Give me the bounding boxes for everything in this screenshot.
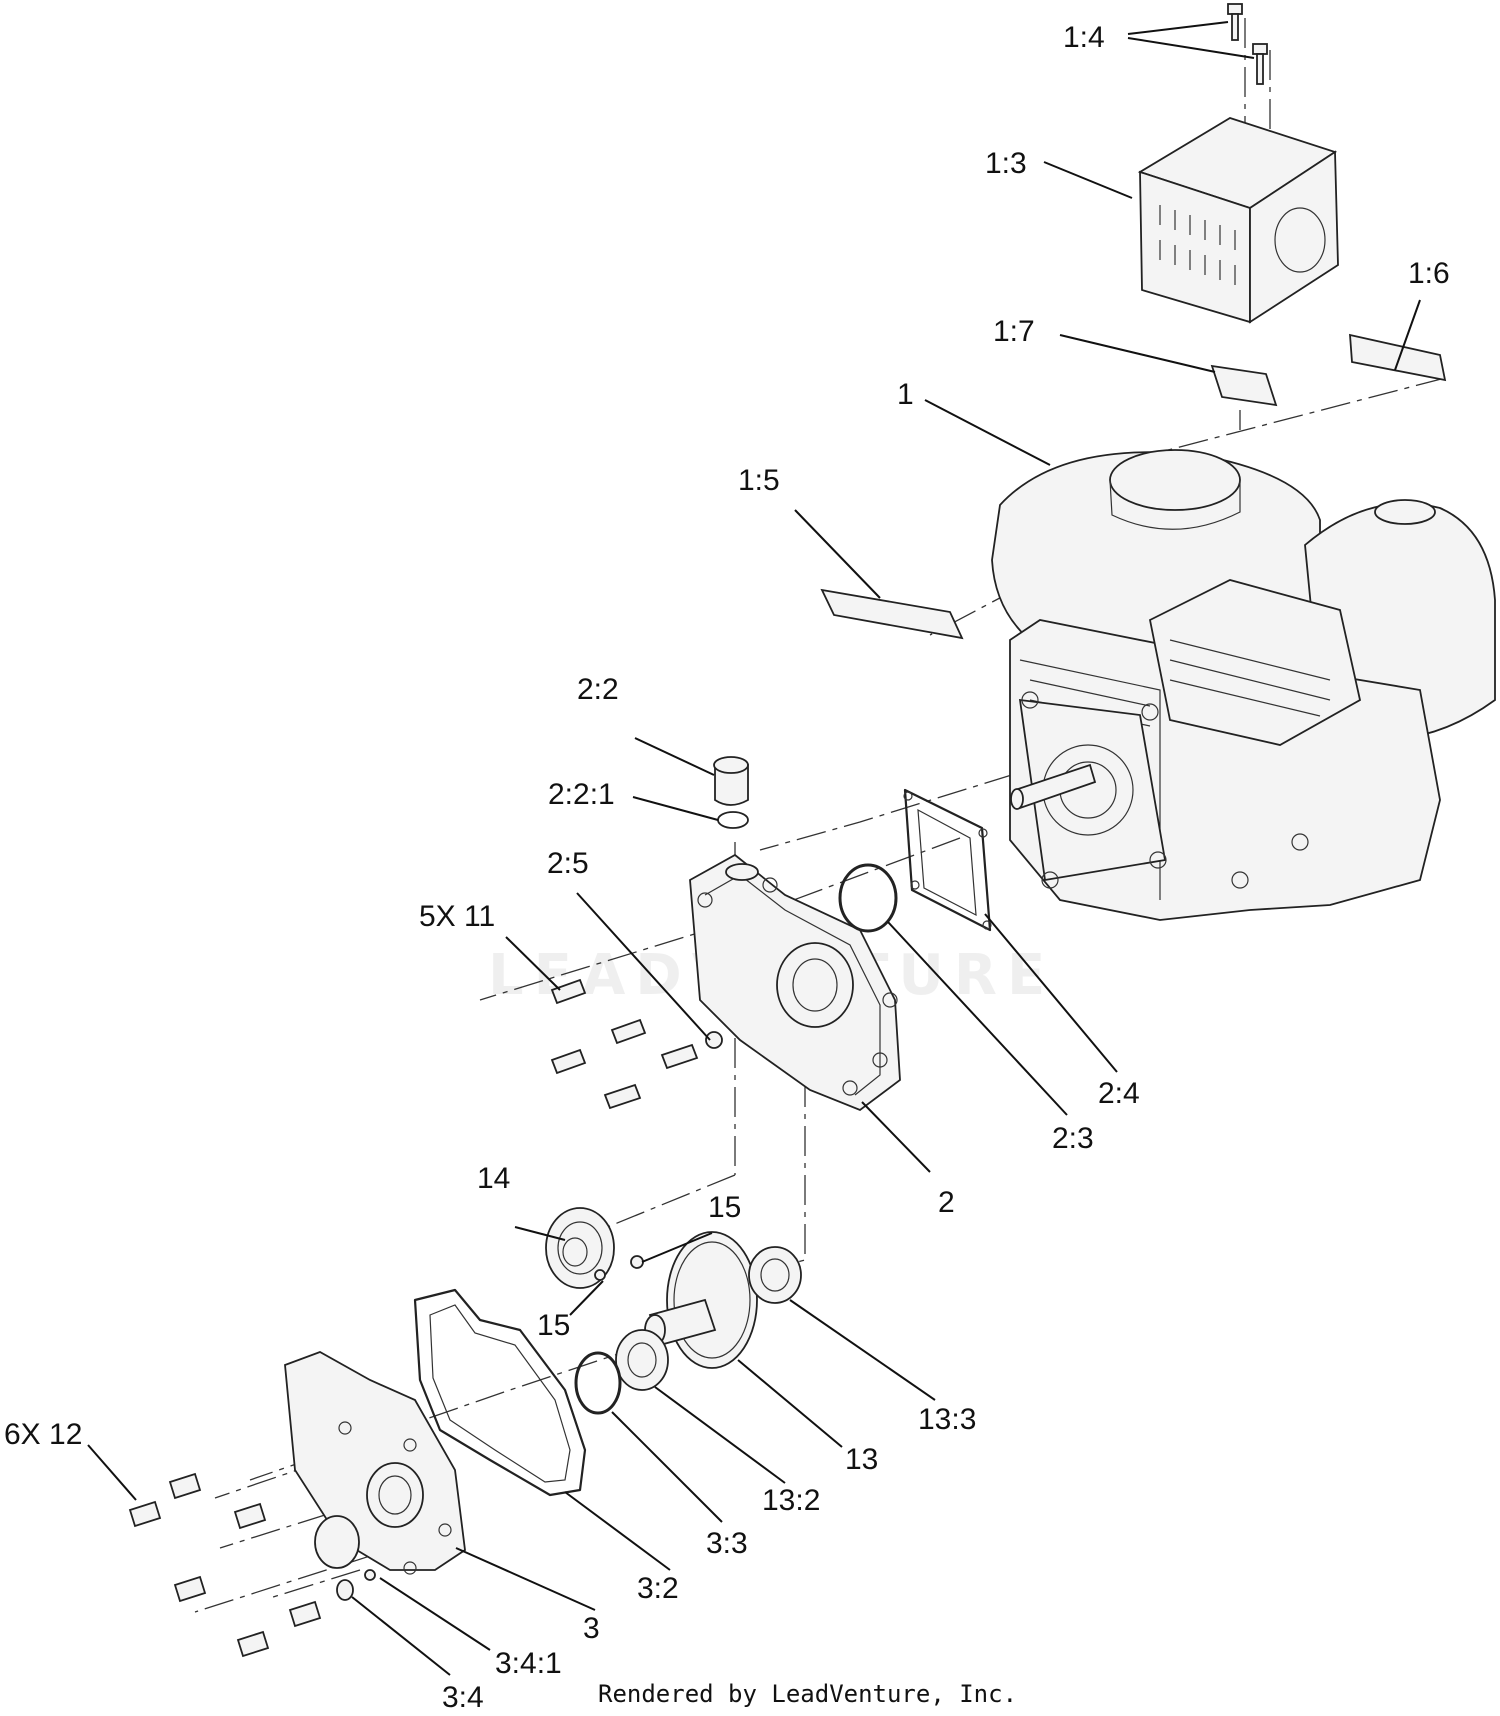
callout-3-4-1: 3:4:1 xyxy=(495,1647,562,1680)
callout-3-3: 3:3 xyxy=(706,1527,748,1560)
callout-2-5: 2:5 xyxy=(547,847,589,880)
callout-5x11: 5X 11 xyxy=(419,900,495,933)
gear-shaft-13 xyxy=(644,1231,758,1369)
callout-14: 14 xyxy=(477,1162,510,1195)
callout-3-4: 3:4 xyxy=(442,1681,484,1714)
o-ring-2-3 xyxy=(838,863,898,933)
callout-1-4: 1:4 xyxy=(1063,21,1105,54)
set-screw-15b xyxy=(594,1269,606,1281)
bearing-13-3-inner xyxy=(760,1258,790,1292)
callout-13: 13 xyxy=(845,1443,878,1476)
callout-13-2: 13:2 xyxy=(762,1484,820,1517)
drive-gear-14 xyxy=(545,1207,615,1289)
cover-bolts xyxy=(128,1472,322,1658)
washer-3-4-1 xyxy=(364,1569,376,1581)
callout-6x12: 6X 12 xyxy=(4,1418,82,1451)
callout-2-2-1: 2:2:1 xyxy=(548,778,615,811)
callout-15b: 15 xyxy=(537,1309,570,1342)
guard-screws xyxy=(1227,3,1268,85)
callout-2-4: 2:4 xyxy=(1098,1077,1140,1110)
callout-labels: 1:4 1:3 1:6 1:7 1 1:5 2:2 2:2:1 2:5 5X 1… xyxy=(4,21,1450,1714)
plug-3-4 xyxy=(336,1579,354,1601)
seal xyxy=(314,1515,360,1569)
bearing-13-2-inner xyxy=(627,1342,657,1378)
decal-1-5 xyxy=(820,588,964,640)
leader-lines xyxy=(87,21,1421,1676)
plug-washer xyxy=(717,811,749,829)
callout-1-6: 1:6 xyxy=(1408,257,1450,290)
callout-1-5: 1:5 xyxy=(738,464,780,497)
callout-1-7: 1:7 xyxy=(993,315,1035,348)
case-bolts xyxy=(550,978,723,1110)
gear-cover-3 xyxy=(284,1351,466,1575)
gasket-2-4 xyxy=(903,788,992,932)
decal-1-6 xyxy=(1349,333,1447,382)
callout-3: 3 xyxy=(583,1612,600,1645)
render-credit: Rendered by LeadVenture, Inc. xyxy=(598,1680,1017,1708)
callout-3-2: 3:2 xyxy=(637,1572,679,1605)
engine xyxy=(991,449,1496,921)
decal-1-7 xyxy=(1210,364,1278,407)
o-ring-3-3 xyxy=(574,1351,622,1415)
muffler-guard xyxy=(1137,117,1339,324)
vent-plug xyxy=(713,756,749,806)
callout-13-3: 13:3 xyxy=(918,1403,976,1436)
callout-2-3: 2:3 xyxy=(1052,1122,1094,1155)
callout-2: 2 xyxy=(938,1186,955,1219)
cover-gasket-3-2 xyxy=(413,1288,587,1497)
callout-1: 1 xyxy=(897,378,914,411)
callout-2-2: 2:2 xyxy=(577,673,619,706)
callout-1-3: 1:3 xyxy=(985,147,1027,180)
set-screw-15a xyxy=(630,1255,644,1269)
bearing-13-2 xyxy=(615,1329,669,1391)
callout-15a: 15 xyxy=(708,1191,741,1224)
bearing-13-3 xyxy=(748,1246,802,1304)
gear-case xyxy=(689,853,901,1112)
